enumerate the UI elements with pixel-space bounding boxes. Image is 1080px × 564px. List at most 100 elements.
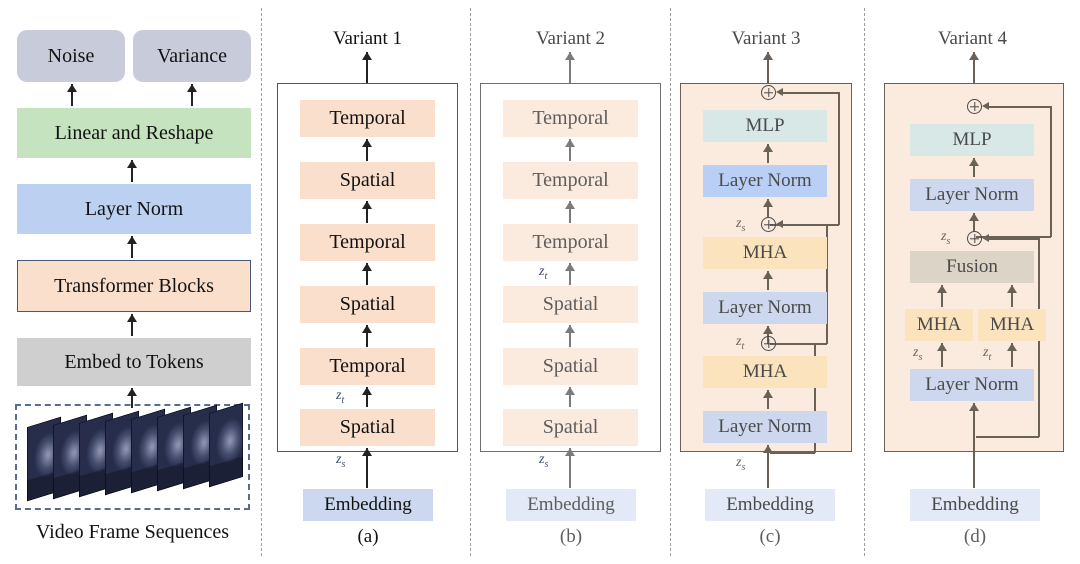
variant-1-title: Variant 1	[285, 28, 450, 50]
arrow-variant-4-output	[968, 52, 980, 84]
block-label: Temporal	[329, 107, 406, 129]
variant-4-residual-inner-bottom	[976, 436, 1039, 438]
block-label: Spatial	[339, 293, 396, 315]
variant-1-block-spatial-2: Spatial	[300, 286, 435, 323]
variant-3-title-label: Variant 3	[731, 28, 801, 49]
output-variance-label: Variance	[157, 45, 227, 67]
variant-3-residual-outer-vertical	[838, 92, 840, 225]
embedding-label: Embedding	[726, 494, 814, 515]
variant-2-block-spatial-1: Spatial	[503, 409, 638, 446]
variant-4-residual-outer-top	[988, 106, 1051, 108]
arrow-v4-embed	[968, 403, 980, 488]
block-label: Temporal	[532, 107, 609, 129]
variant-3-zt-label: zt	[736, 334, 745, 352]
block-label: Layer Norm	[718, 297, 812, 318]
variant-2-title-label: Variant 2	[535, 28, 606, 49]
arrow-variant-3-output	[762, 52, 774, 84]
arrow-transformer-to-ln	[126, 236, 138, 258]
variant-2-block-temporal-1: Temporal	[503, 224, 638, 261]
video-frame-sequences-box	[15, 402, 250, 510]
output-noise-label: Noise	[47, 45, 95, 67]
arrow-embed-to-transformer	[126, 314, 138, 336]
arrow-v2-5	[564, 139, 576, 161]
embedding-label: Embedding	[527, 494, 615, 515]
variant-2-block-spatial-3: Spatial	[503, 286, 638, 323]
variant-2-block-temporal-3: Temporal	[503, 100, 638, 137]
block-label: MHA	[989, 314, 1035, 335]
variant-4-embedding-block[interactable]: Embedding	[910, 489, 1040, 521]
variant-3-zin-label: zs	[736, 455, 746, 473]
caption-label: (c)	[759, 526, 781, 547]
embedding-label: Embedding	[931, 494, 1019, 515]
variant-4-block-mha-spatial: MHA	[905, 309, 973, 341]
embed-to-tokens-block: Embed to Tokens	[17, 338, 251, 386]
variant-3-residual-inner-bottom	[770, 343, 827, 345]
arrow-ln-to-linear	[126, 160, 138, 182]
column-separator	[470, 8, 471, 556]
arrow-v3-5	[762, 144, 774, 163]
block-label: Spatial	[339, 416, 396, 438]
variant-3-zs-label: zs	[736, 216, 746, 234]
block-label: Temporal	[532, 169, 609, 191]
layer-norm-block: Layer Norm	[17, 184, 251, 234]
variant-4-residual-outer-bottom	[976, 236, 1051, 238]
variant-4-zt-label: zt	[983, 345, 992, 363]
arrow-v1-4	[361, 201, 373, 223]
arrow-v4-mha-t-to-fusion	[1006, 285, 1018, 307]
arrow-variant-1-output	[361, 52, 373, 84]
block-label: Temporal	[329, 231, 406, 253]
arrow-v3-embed	[762, 445, 774, 488]
column-separator	[864, 8, 865, 556]
output-noise-box: Noise	[17, 30, 125, 82]
arrow-v2-1	[564, 387, 576, 407]
variant-4-title: Variant 4	[890, 28, 1055, 50]
variant-3-title: Variant 3	[686, 28, 846, 50]
variant-4-residual-outer-arrow	[982, 102, 989, 110]
video-frame-sequences-caption: Video Frame Sequences	[10, 518, 255, 546]
variant-3-add-top	[761, 85, 776, 100]
block-label: Spatial	[542, 416, 599, 438]
variant-3-caption: (c)	[705, 526, 835, 548]
column-separator	[670, 8, 671, 556]
output-variance-box: Variance	[133, 30, 251, 82]
variant-4-zs-label: zs	[913, 345, 923, 363]
variant-4-residual-outer-vertical	[1050, 106, 1052, 237]
video-frame	[209, 402, 243, 488]
arrow-v1-5	[361, 139, 373, 161]
variant-2-embedding-block[interactable]: Embedding	[506, 489, 636, 521]
variant-4-add-top	[967, 99, 982, 114]
arrow-v3-2	[762, 326, 774, 344]
block-label: Layer Norm	[718, 416, 812, 437]
variant-1-block-temporal-3: Temporal	[300, 100, 435, 137]
variant-1-embedding-block[interactable]: Embedding	[303, 489, 433, 521]
arrow-v2-3	[564, 263, 576, 285]
variant-4-zs-residual-label: zs	[941, 229, 951, 247]
block-label: Layer Norm	[925, 184, 1019, 205]
transformer-blocks-block: Transformer Blocks	[17, 260, 251, 312]
variant-2-zt-label: zt	[539, 264, 548, 282]
variant-3-block-layernorm-2: Layer Norm	[703, 292, 827, 324]
variant-3-add-mid	[761, 217, 776, 232]
variant-3-residual-outer-arrow	[776, 88, 783, 96]
variant-2-title: Variant 2	[488, 28, 653, 50]
arrow-v3-3	[762, 271, 774, 290]
block-label: Fusion	[946, 256, 998, 277]
transformer-blocks-label: Transformer Blocks	[54, 275, 214, 297]
arrow-linear-to-noise	[66, 84, 78, 106]
linear-and-reshape-label: Linear and Reshape	[54, 122, 214, 144]
variant-3-residual-low-bottom	[770, 452, 815, 454]
variant-4-caption: (d)	[910, 526, 1040, 548]
caption-label: (d)	[963, 526, 987, 547]
block-label: Temporal	[532, 231, 609, 253]
block-label: MLP	[952, 129, 992, 150]
variant-1-title-label: Variant 1	[332, 28, 403, 49]
variant-4-residual-inner-top	[988, 238, 1039, 240]
variant-4-title-label: Variant 4	[937, 28, 1008, 49]
arrow-linear-to-variance	[186, 84, 198, 106]
variant-3-embedding-block[interactable]: Embedding	[705, 489, 835, 521]
arrow-variant-2-output	[564, 52, 576, 84]
variant-4-block-mlp: MLP	[910, 124, 1034, 156]
arrow-v1-1	[361, 387, 373, 407]
variant-3-residual-low-vertical	[814, 343, 816, 453]
